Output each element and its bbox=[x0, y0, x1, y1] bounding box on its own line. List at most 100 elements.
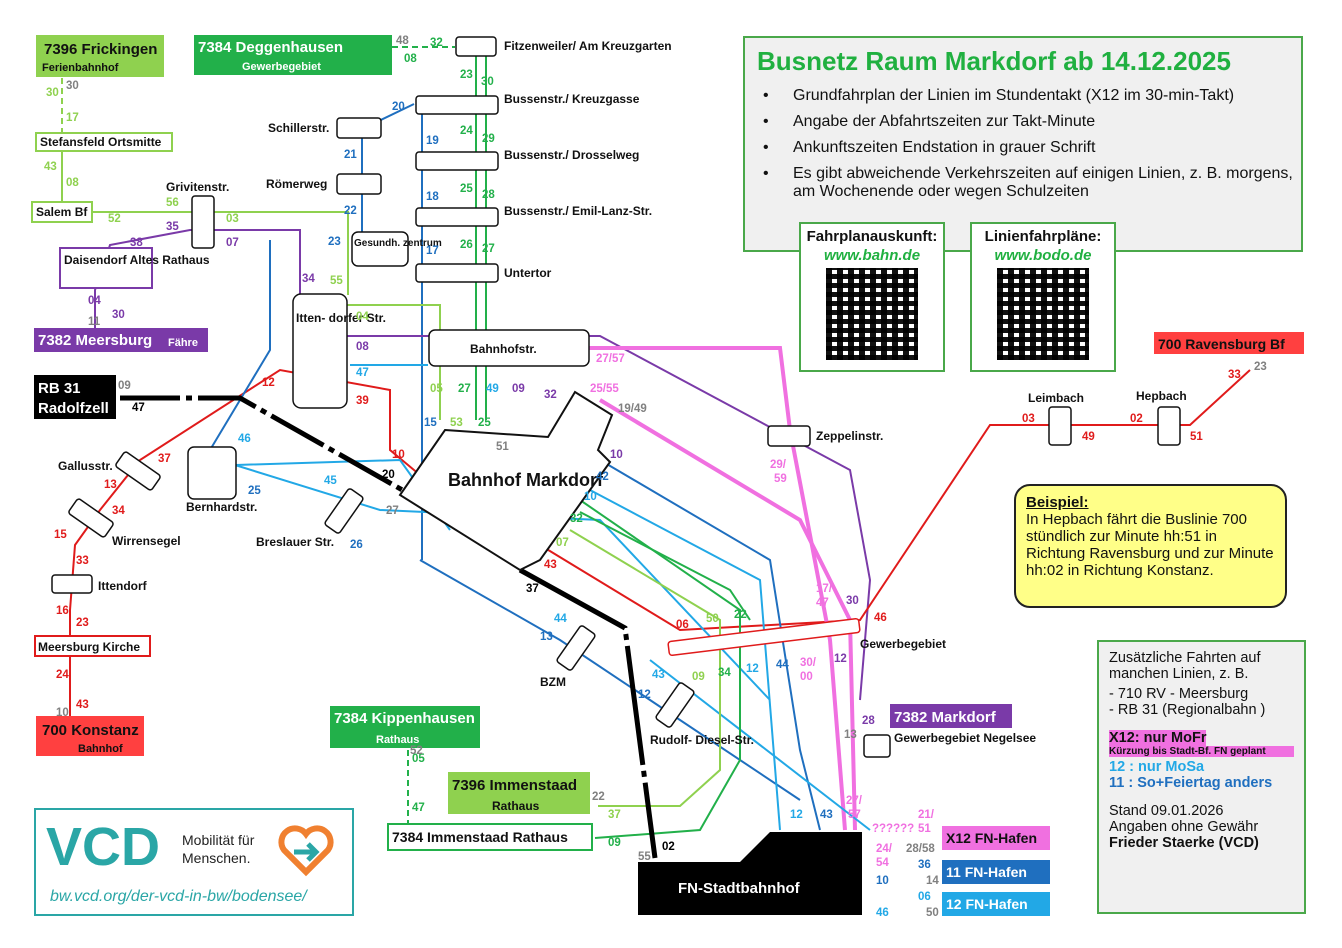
tilted-stops bbox=[68, 451, 861, 728]
minute-label: 47 bbox=[356, 367, 369, 379]
minute-label: 51 bbox=[1190, 431, 1203, 443]
vcd-url[interactable]: bw.vcd.org/der-vcd-in-bw/bodensee/ bbox=[50, 888, 307, 905]
minute-label: 33 bbox=[1228, 369, 1241, 381]
stop-schiller: Schillerstr. bbox=[268, 121, 329, 135]
minute-label: 46 bbox=[876, 907, 889, 919]
terminal-immenstaad396: 7396 Immenstaad bbox=[452, 777, 577, 794]
minute-label: 28/58 bbox=[906, 843, 935, 855]
minute-label: 17 bbox=[426, 245, 439, 257]
minute-label: 44 bbox=[776, 659, 789, 671]
stop-gesundh: Gesundh. zentrum bbox=[354, 238, 442, 249]
terminal-meersburg: 7382 Meersburg bbox=[38, 332, 152, 349]
stop-bussen-dross: Bussenstr./ Drosselweg bbox=[504, 148, 639, 162]
minute-label: 08 bbox=[356, 341, 369, 353]
minute-label: 27 bbox=[458, 383, 471, 395]
stop-gallus: Gallusstr. bbox=[58, 459, 113, 473]
minute-label: 12 bbox=[790, 809, 803, 821]
minute-labels: 32 23 30 08 48 20 21 22 23 30 30 17 43 0… bbox=[44, 35, 1267, 919]
minute-label: 29/ bbox=[770, 459, 787, 471]
minute-label: 13 bbox=[844, 729, 857, 741]
minute-label: 43 bbox=[76, 699, 89, 711]
stop-labels: Fitzenweiler/ Am Kreuzgarten Bussenstr./… bbox=[36, 39, 1187, 747]
minute-label: 23 bbox=[328, 236, 341, 248]
terminal-boxes bbox=[31, 35, 1304, 916]
terminal-ravensburg: 700 Ravensburg Bf bbox=[1158, 336, 1285, 352]
minute-label: 35 bbox=[166, 221, 179, 233]
stop-zeppelin: Zeppelinstr. bbox=[816, 429, 883, 443]
stop-breslauer: Breslauer Str. bbox=[256, 535, 334, 549]
minute-label: 22 bbox=[344, 205, 357, 217]
minute-label: 30 bbox=[481, 76, 494, 88]
minute-label: 53 bbox=[450, 417, 463, 429]
minute-label: 56 bbox=[166, 197, 179, 209]
minute-label: 45 bbox=[324, 475, 337, 487]
qr-bodo-url[interactable]: www.bodo.de bbox=[994, 247, 1092, 264]
minute-label: 30 bbox=[846, 595, 859, 607]
minute-label: 48 bbox=[396, 35, 409, 47]
qr-bahn[interactable]: Fahrplanauskunft: www.bahn.de bbox=[799, 222, 945, 372]
minute-label: 55 bbox=[638, 851, 651, 863]
minute-label: 08 bbox=[404, 53, 417, 65]
minute-label: 27/ bbox=[846, 795, 863, 807]
minute-label: 34 bbox=[718, 667, 731, 679]
minute-label: 24 bbox=[460, 125, 473, 137]
stop-ittendorf: Ittendorf bbox=[98, 579, 148, 593]
terminal-kippenhausen-sub: Rathaus bbox=[376, 734, 419, 746]
minute-label: 54 bbox=[876, 857, 889, 869]
vcd-logo-box[interactable]: VCD Mobilität für Menschen. bw.vcd.org/d… bbox=[34, 808, 354, 916]
terminal-deggenhausen-sub: Gewerbegebiet bbox=[242, 61, 321, 73]
extra-panel: Zusätzliche Fahrten auf manchen Linien, … bbox=[1097, 640, 1306, 914]
qr-bodo[interactable]: Linienfahrpläne: www.bodo.de bbox=[970, 222, 1116, 372]
minute-label: 15 bbox=[424, 417, 437, 429]
minute-label: 06 bbox=[918, 891, 931, 903]
fn-stadtbahnhof[interactable] bbox=[638, 832, 862, 915]
terminal-fn-stadt: FN-Stadtbahnhof bbox=[678, 880, 801, 897]
minute-label: 17/ bbox=[816, 583, 833, 595]
minute-label: 29 bbox=[482, 133, 495, 145]
qr-bahn-url[interactable]: www.bahn.de bbox=[823, 247, 921, 264]
qr-code-icon bbox=[997, 268, 1089, 360]
minute-label: 36 bbox=[918, 859, 931, 871]
x12-note: X12: nur MoFr bbox=[1109, 730, 1207, 746]
terminal-x12: X12 FN-Hafen bbox=[946, 830, 1037, 846]
minute-label: 49 bbox=[486, 383, 499, 395]
author: Frieder Staerke (VCD) bbox=[1109, 835, 1259, 851]
terminal-markdorf382: 7382 Markdorf bbox=[894, 709, 997, 726]
stop-bernhard: Bernhardstr. bbox=[186, 500, 257, 514]
minute-label: 21 bbox=[344, 149, 357, 161]
stop-salem: Salem Bf bbox=[36, 205, 88, 219]
terminal-fn11: 11 FN-Hafen bbox=[946, 864, 1027, 880]
minute-label: 18 bbox=[426, 191, 439, 203]
minute-label: 23 bbox=[76, 617, 89, 629]
stop-negelsee: Gewerbegebiet Negelsee bbox=[894, 731, 1036, 745]
minute-label: 12 bbox=[746, 663, 759, 675]
terminal-deggenhausen: 7384 Deggenhausen bbox=[198, 39, 343, 56]
minute-label: 05 bbox=[430, 383, 443, 395]
extra-line: - RB 31 (Regionalbahn ) bbox=[1109, 702, 1266, 718]
minute-label: 39 bbox=[356, 395, 369, 407]
vcd-tagline: Menschen. bbox=[182, 850, 251, 866]
vcd-logo: VCD bbox=[46, 817, 161, 877]
minute-label: 32 bbox=[430, 37, 443, 49]
minute-label: 42 bbox=[596, 471, 609, 483]
minute-label: 50 bbox=[706, 613, 719, 625]
minute-label: 21/ bbox=[918, 809, 935, 821]
minute-label: 23 bbox=[1254, 361, 1267, 373]
minute-label: 20 bbox=[382, 469, 395, 481]
minute-label: 25 bbox=[478, 417, 491, 429]
terminal-frickingen-sub: Ferienbahnhof bbox=[42, 62, 119, 74]
minute-label: 19 bbox=[426, 135, 439, 147]
bahnhof-markdorf-hub[interactable] bbox=[398, 390, 614, 572]
minute-label: 08 bbox=[66, 177, 79, 189]
minute-label: 10 bbox=[56, 707, 69, 719]
minute-label: 30 bbox=[46, 87, 59, 99]
stop-grivit: Grivitenstr. bbox=[166, 180, 229, 194]
stop-wirrensegel: Wirrensegel bbox=[112, 534, 181, 548]
minute-label: 32 bbox=[570, 513, 583, 525]
minute-label: 10 bbox=[584, 491, 597, 503]
minute-label: 28 bbox=[482, 189, 495, 201]
info-bullet: Es gibt abweichende Verkehrszeiten auf e… bbox=[763, 165, 1301, 201]
hub-label: Bahnhof Markdorf bbox=[448, 470, 604, 490]
minute-label: 04 bbox=[356, 311, 369, 323]
